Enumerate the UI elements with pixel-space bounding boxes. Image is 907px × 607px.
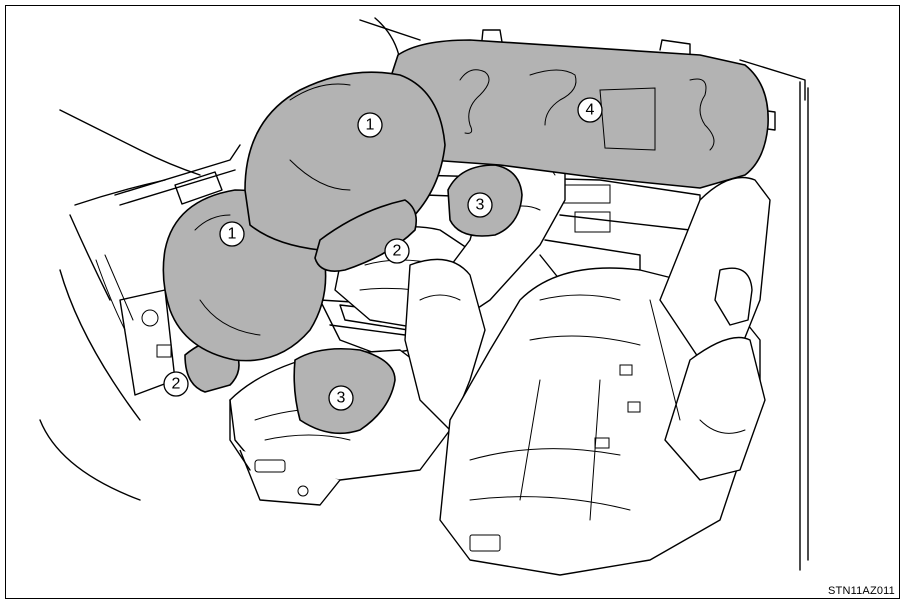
passenger-knee-airbag	[314, 199, 418, 272]
rear-seat	[439, 176, 771, 576]
callout-1-passenger-front: 1	[357, 112, 383, 138]
svg-text:3: 3	[337, 390, 346, 407]
figure-code: STN11AZ011	[827, 585, 895, 597]
svg-text:2: 2	[172, 376, 181, 393]
svg-text:3: 3	[476, 197, 485, 214]
callout-3-passenger-side: 3	[467, 192, 493, 218]
callout-3-driver-side: 3	[328, 385, 354, 411]
callout-1-driver-front: 1	[219, 221, 245, 247]
curtain-airbag	[379, 39, 769, 189]
callout-2-driver-knee: 2	[163, 371, 189, 397]
svg-text:1: 1	[366, 117, 375, 134]
svg-text:1: 1	[228, 226, 237, 243]
callout-2-passenger-knee: 2	[384, 238, 410, 264]
svg-text:2: 2	[393, 243, 402, 260]
svg-text:4: 4	[586, 102, 595, 119]
callout-4-curtain: 4	[577, 97, 603, 123]
